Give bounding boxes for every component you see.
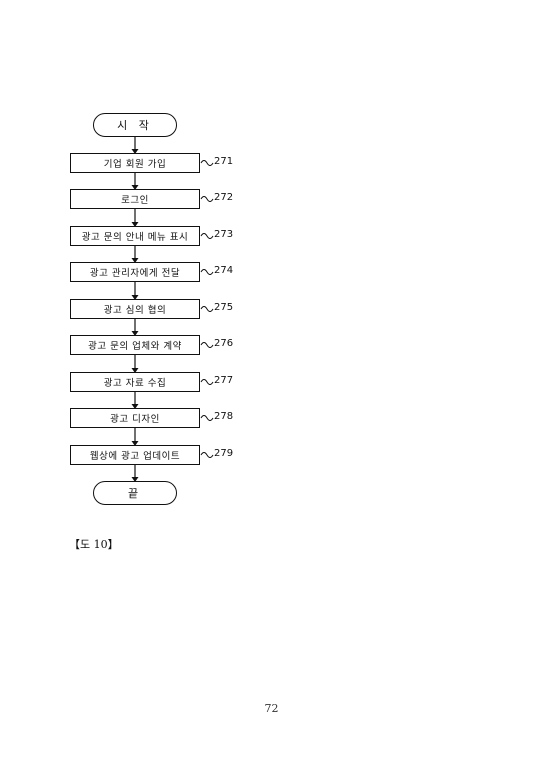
ref-label-275: 275 [214,302,234,313]
ref-leader-271 [200,160,214,166]
ref-label-279: 279 [214,448,234,459]
start-terminal: 시 작 [93,113,177,137]
step-box-274: 광고 관리자에게 전달 [70,262,200,282]
arrowhead [131,185,139,190]
ref-label-272: 272 [214,192,234,203]
figure-label: 【도 10】 [69,538,119,551]
step-box-271: 기업 회원 가입 [70,153,200,173]
arrowhead [131,295,139,300]
arrowhead [131,368,139,373]
step-box-278: 광고 디자인 [70,408,200,428]
arrowhead [131,222,139,227]
ref-leader-272 [200,196,214,202]
ref-leader-278 [200,415,214,421]
step-box-276: 광고 문의 업체와 계약 [70,335,200,355]
ref-leader-277 [200,379,214,385]
ref-leader-274 [200,269,214,275]
end-terminal: 끝 [93,481,177,505]
ref-leader-275 [200,306,214,312]
ref-leader-276 [200,342,214,348]
arrowhead [131,258,139,263]
page-number: 72 [264,702,279,715]
ref-label-273: 273 [214,229,234,240]
ref-label-274: 274 [214,265,234,276]
step-box-273: 광고 문의 안내 메뉴 표시 [70,226,200,246]
ref-leader-273 [200,233,214,239]
arrowhead [131,149,139,154]
arrowhead [131,477,139,482]
ref-leader-279 [200,452,214,458]
ref-label-276: 276 [214,338,234,349]
arrowhead [131,441,139,446]
ref-label-277: 277 [214,375,234,386]
step-box-272: 로그인 [70,189,200,209]
arrowhead [131,331,139,336]
step-box-279: 웹상에 광고 업데이트 [70,445,200,465]
ref-label-271: 271 [214,156,234,167]
step-box-277: 광고 자료 수집 [70,372,200,392]
ref-label-278: 278 [214,411,234,422]
step-box-275: 광고 심의 협의 [70,299,200,319]
arrowhead [131,404,139,409]
